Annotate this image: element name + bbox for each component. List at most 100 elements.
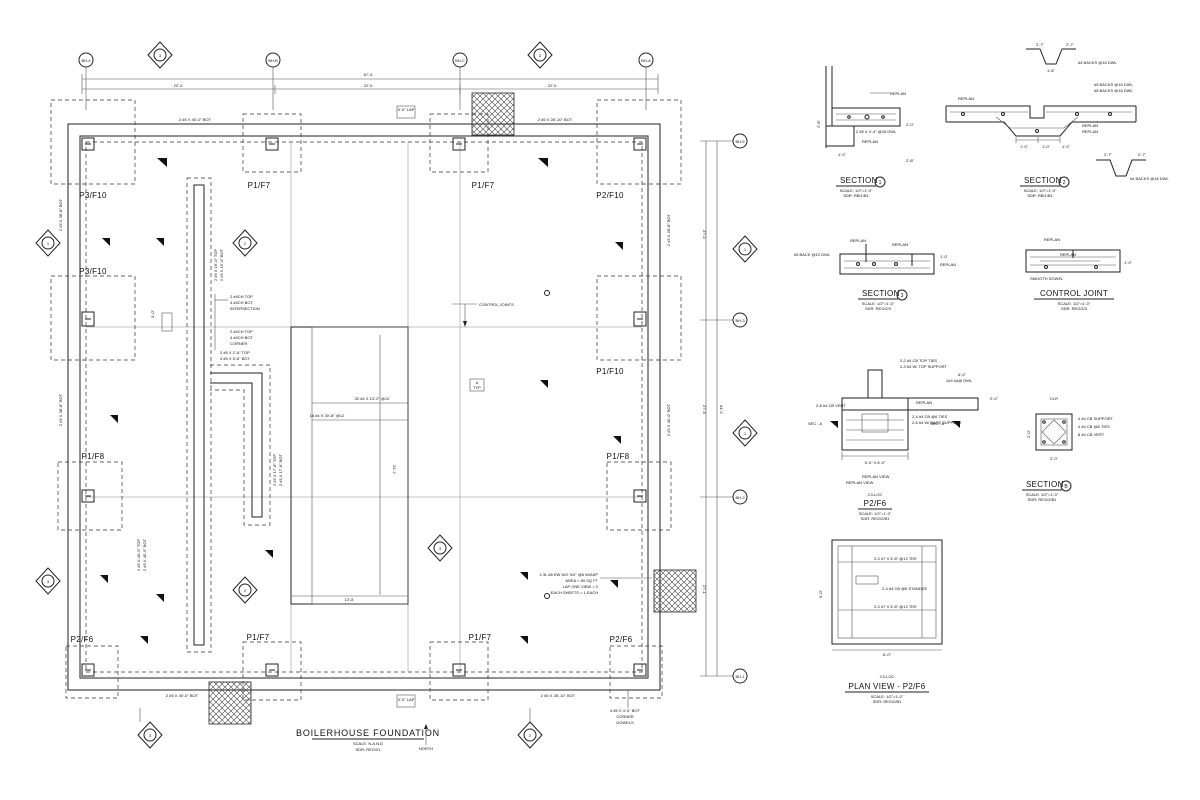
dim-right-b: 27'-6 [702, 405, 707, 415]
dim-top-mid: 22'-0 [364, 83, 374, 88]
column-symbol [81, 489, 95, 503]
rebar-note: 16 #4 X 30'-8" @12 [310, 413, 345, 418]
section1-note: REPLAN [862, 139, 878, 144]
grid-bubble: BH-1 [700, 668, 748, 684]
footing-pad [609, 645, 663, 699]
block-note: 4 3L #6 EW W/2 3/4" @6 W/ASP [540, 572, 599, 577]
section-1-detail: REPLAN 2 #5 X 4'-4" @16 DWL REPLAN 2'-8"… [816, 66, 915, 198]
trench-wall [210, 372, 263, 518]
lap-label: 3'-0" [150, 309, 155, 318]
svg-text:1: 1 [744, 247, 747, 252]
slope-marks [100, 158, 623, 644]
footing-label: P1/F10 [596, 367, 624, 376]
dim-right-c: 27'-1 [702, 585, 707, 595]
rebar-note: 2 #4CH TOP [230, 294, 253, 299]
lap-label: 3'-0" LAP [398, 697, 415, 702]
sectionB-ref: SDR: REG/2/B1 [1028, 497, 1057, 502]
svg-text:2: 2 [539, 53, 542, 58]
section-marker: 2 [232, 576, 258, 604]
planview-note: 2-3 #7 X 5'-8" @12 TEE [874, 556, 917, 561]
section2-dim: 1'-6" [1047, 68, 1056, 73]
rebar-note: 2 #4CH TOP [230, 329, 253, 334]
section3-note: REPLAN [850, 238, 866, 243]
dim-top-left: 22'-0 [174, 83, 184, 88]
svg-text:BH-4: BH-4 [81, 58, 91, 63]
p2f6-note: REPLAN [916, 400, 932, 405]
section-marker: 1 [732, 235, 758, 263]
column-symbol [81, 137, 95, 151]
section2-dim: 2'-7" [1138, 152, 1147, 157]
sectionB-scale: SCALE: 1/2"=1'-0" [1026, 492, 1059, 497]
rebar-note: 2 #5 X 28'-10" BOT [538, 117, 573, 122]
section2-ref: SDR: RB/1/B1 [1027, 193, 1053, 198]
svg-text:1: 1 [47, 241, 50, 246]
block-note: LAP ONE VIEW = 2 [563, 584, 599, 589]
drawing-ref: SDR: REG/01 [356, 747, 382, 752]
lap-tag [396, 105, 416, 119]
p2f6-sub: C3-LOC [868, 492, 883, 497]
section2-note: #5 BACKS @16 DWL [1094, 82, 1134, 87]
section-marker: 3 [427, 534, 453, 562]
svg-text:3: 3 [149, 733, 152, 738]
rebar-note: 32 #4 X 13'-2" @12 [355, 396, 390, 401]
column-symbol [265, 137, 279, 151]
control-joint-detail: REPLAN REPLAN SMOOTH DOWEL 1'-0" CONTROL… [1025, 237, 1133, 311]
p2f6-note: 2-5 #4 W/ BASE SUPPORT [912, 420, 962, 425]
rebar-note: 2 #5 X 40'-0" BOT [179, 117, 212, 122]
footing-label: P2/F6 [71, 635, 94, 644]
footing-label: P1/F8 [82, 452, 105, 461]
block-note: AREA = 80 SQ FT [565, 578, 598, 583]
rebar-note: 2 #5 X 28'-10" BOT [541, 693, 576, 698]
section-2-detail: 1'-0" 1'-0" 1'-0" REPLAN #5 BACKS @16 DW… [945, 42, 1170, 198]
footing-pad [596, 99, 682, 185]
sectionB-number: B [1064, 484, 1068, 490]
control-joint-note: REPLAN [1060, 252, 1076, 257]
footing-pad [606, 461, 672, 531]
grid-bubble: BH-B [265, 52, 281, 110]
section2-note: REPLAN [1082, 129, 1098, 134]
svg-text:BH-C: BH-C [455, 58, 465, 63]
grade-beam-core [193, 184, 205, 646]
outer-wall [67, 123, 661, 691]
section1-scale: SCALE: 1/2"=1'-0" [840, 188, 873, 193]
p2f6-section-mark: SEC - A [808, 421, 823, 426]
footing-label: P1/F7 [248, 181, 271, 190]
slab-panel [311, 326, 409, 605]
svg-text:BH-3: BH-3 [735, 318, 745, 323]
dim-top-right: 22'-0 [548, 83, 558, 88]
rebar-note: 4 #5 X 5'-6" BOT [220, 356, 251, 361]
dim-right-a: 27'-0 [702, 230, 707, 240]
footing-pad [429, 113, 489, 173]
dim-slab-height: 31'-2 [392, 465, 397, 475]
planview-title: PLAN VIEW - P2/F6 [848, 682, 925, 691]
corner-note: DOWELS [616, 720, 634, 725]
section-marker: 3 [35, 567, 61, 595]
p2f6-title: P2/F6 [864, 499, 887, 508]
anchor-circle [544, 593, 550, 599]
footing-pad [242, 641, 302, 701]
p2f6-dim: 2'-0" [990, 396, 999, 401]
planview-note: 2-3 #7 X 5'-8" @12 TEE [874, 604, 917, 609]
hatched-block [208, 681, 252, 725]
control-joint-scale: SCALE: 1/2"=1'-0" [1058, 301, 1091, 306]
footing-label: P1/F7 [469, 633, 492, 642]
rebar-note: 2 #5 X 16'-0" TOP [213, 249, 218, 281]
rebar-note: INTERSECTION [230, 306, 260, 311]
column-symbol [633, 137, 647, 151]
lap-tag [161, 312, 173, 332]
footing-pad [596, 275, 682, 361]
drawing-scale: SCALE: N.A.N.D [353, 741, 383, 746]
rebar-note: 2 #5 X 40'-0" BOT [142, 538, 147, 571]
grade-beam [186, 177, 212, 653]
p2f6-note: REPLAN VIEW [846, 480, 874, 485]
arrow-head [463, 321, 467, 327]
block-note: EACH SHEETS = 1 EACH [551, 590, 598, 595]
p2f6-ref: SDR: REG/2/B1 [861, 516, 890, 521]
plan-view-detail: 2-3 #7 X 5'-8" @12 TEE 2-4 #4 CB @6 STAN… [818, 539, 943, 704]
p2f6-note: 2#4 #4@ DWL [946, 378, 973, 383]
anchor-circle [544, 290, 550, 296]
sectionB-dim: 2'-0" [1050, 456, 1059, 461]
p2f6-section-mark: SEC - A [930, 421, 945, 426]
drawing-title: BOILERHOUSE FOUNDATION [296, 728, 440, 738]
